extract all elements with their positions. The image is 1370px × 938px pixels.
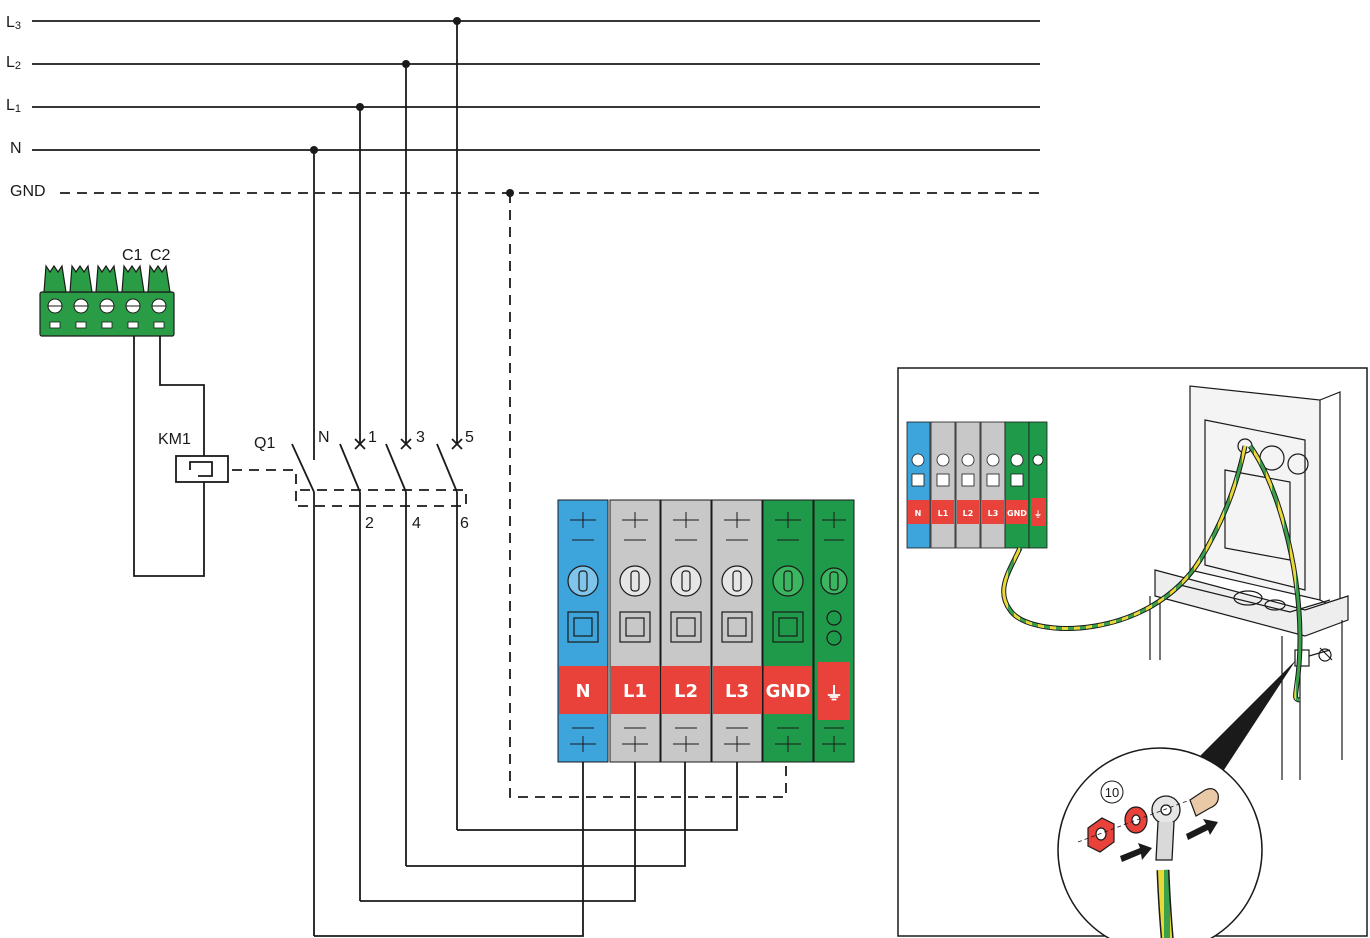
step-number: 10 [1105, 785, 1119, 800]
bus-label-l1: L1 [6, 97, 21, 115]
breaker-pin-n: N [318, 429, 330, 446]
terminal-l3-body [711, 499, 763, 763]
breaker-pin-2: 2 [365, 515, 374, 532]
inset-label-l1: L1 [938, 509, 949, 518]
installation-inset: N L1 L2 L3 GND ⏚ [897, 367, 1368, 938]
breaker-pin-4: 4 [412, 515, 421, 532]
bus-label-gnd: GND [10, 183, 46, 200]
bus-label-l3: L3 [6, 14, 21, 32]
terminal-label-gnd: GND [766, 681, 811, 702]
terminal-l1-body [609, 499, 661, 763]
bus-label-l2: L2 [6, 54, 21, 72]
breaker-pin-3: 3 [416, 429, 425, 446]
inset-label-gnd: GND [1007, 509, 1027, 518]
breaker-label: Q1 [254, 435, 275, 452]
control-connector: C1 C2 [39, 247, 175, 337]
terminal-feed-wires [314, 762, 738, 937]
breaker-q1: Q1 N 1 3 5 2 4 6 [232, 429, 474, 936]
contactor-label: KM1 [158, 431, 191, 448]
terminal-label-l1: L1 [623, 681, 647, 702]
terminal-n-body [557, 499, 609, 763]
inset-label-l2: L2 [963, 509, 974, 518]
terminal-gnd-body [762, 499, 814, 763]
detail-circle: 10 [1057, 747, 1263, 938]
breaker-pin-6: 6 [460, 515, 469, 532]
inset-terminal-block [906, 421, 1048, 549]
terminal-label-n: N [575, 681, 590, 702]
inset-label-n: N [915, 509, 922, 518]
terminal-block: N L1 L2 L3 GND ⏚ [557, 499, 855, 763]
bus-lines [32, 20, 1040, 194]
terminal-l2-body [660, 499, 712, 763]
terminal-label-l2: L2 [674, 681, 698, 702]
breaker-pin-5: 5 [465, 429, 474, 446]
connector-label-c2: C2 [150, 247, 171, 264]
contactor-km1: KM1 [133, 336, 229, 577]
breaker-pin-1: 1 [368, 429, 377, 446]
earth-symbol-icon: ⏚ [825, 684, 843, 705]
inset-earth-symbol-icon: ⏚ [1034, 510, 1042, 519]
inset-label-l3: L3 [988, 509, 999, 518]
detail-callout [1196, 660, 1296, 776]
connector-label-c1: C1 [122, 247, 143, 264]
breaker-feed-wires [313, 21, 458, 460]
bus-label-n: N [10, 140, 22, 157]
terminal-label-l3: L3 [725, 681, 749, 702]
